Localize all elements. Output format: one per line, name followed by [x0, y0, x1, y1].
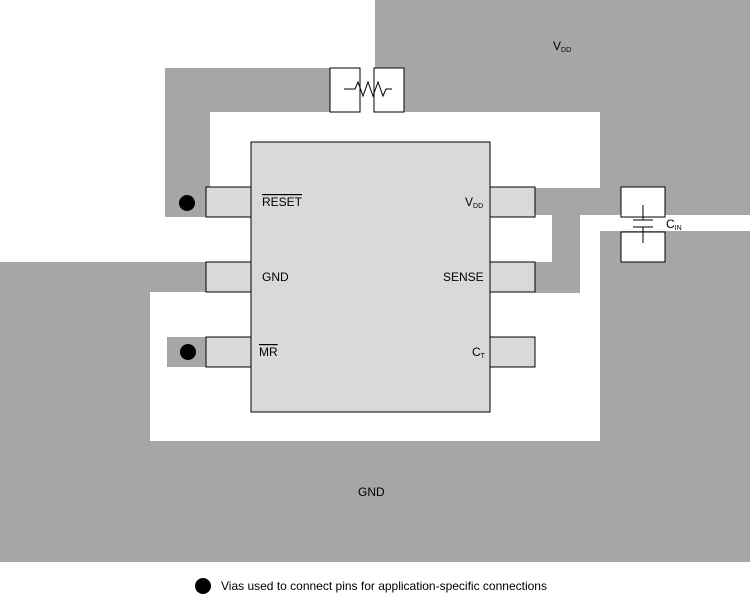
gnd-region-label: GND: [358, 485, 385, 499]
pad-mr: [205, 336, 252, 368]
vdd-region-label: VDD: [553, 39, 571, 54]
pad-gnd: [205, 261, 252, 293]
pin-label-reset: RESET: [262, 195, 303, 209]
pullup-resistor: [329, 67, 405, 113]
pad-sense: [489, 261, 536, 293]
pin-label-vdd: VDD: [465, 195, 483, 210]
capacitor-icon: [633, 205, 653, 243]
pin-label-ct: CT: [472, 345, 486, 360]
resistor-icon: [344, 80, 392, 98]
capacitor-pad-bottom: [620, 231, 666, 263]
pin-label-gnd: GND: [262, 270, 289, 284]
resistor-pad-left: [329, 67, 361, 113]
legend-via-icon: [195, 578, 211, 594]
via-reset: [179, 195, 195, 211]
vdd-pin-trace: [535, 188, 640, 215]
pad-vdd: [489, 186, 536, 218]
pad-reset: [205, 186, 252, 218]
via-mr: [180, 344, 196, 360]
vdd-copper-pour: [375, 0, 750, 215]
pin-label-sense: SENSE: [443, 270, 484, 284]
input-capacitor: [620, 186, 666, 263]
resistor-pad-right: [373, 67, 405, 113]
gnd-copper-pour: [0, 231, 750, 562]
reset-pullup-trace: [165, 68, 330, 217]
vdd-to-sense-trace: [535, 215, 580, 293]
pin-label-mr: MR: [259, 345, 278, 359]
pad-ct: [489, 336, 536, 368]
cin-label: CIN: [666, 217, 682, 232]
legend-text: Vias used to connect pins for applicatio…: [221, 579, 547, 593]
